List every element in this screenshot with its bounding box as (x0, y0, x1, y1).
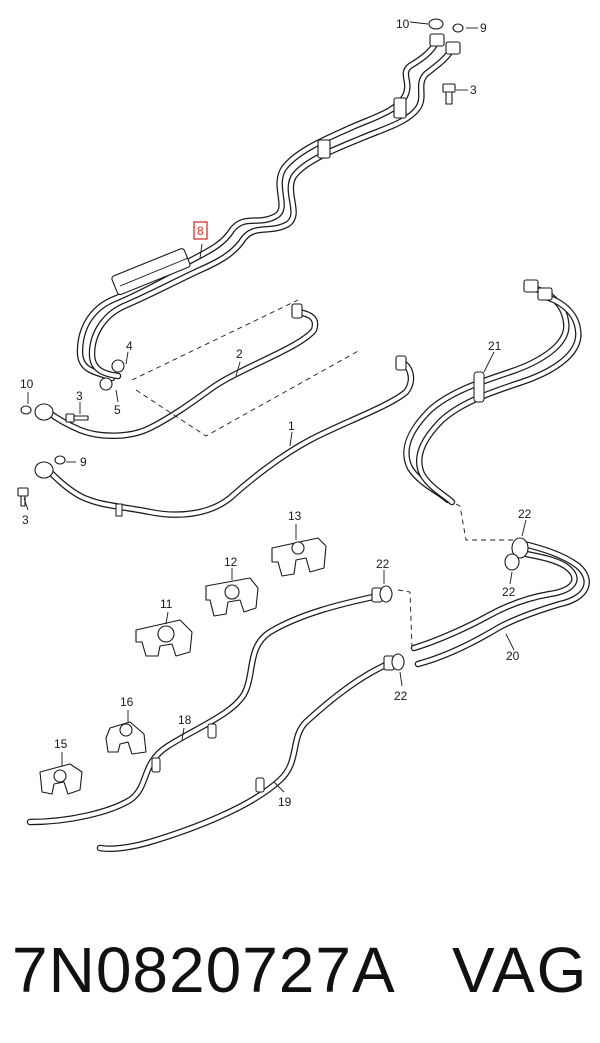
part-number: 7N0820727A (12, 934, 396, 1006)
caption-footer: 7N0820727A VAG (0, 915, 600, 1025)
callout-20: 20 (506, 649, 520, 663)
callout-8: 8 (197, 224, 204, 238)
callout-22: 22 (376, 557, 390, 571)
guide-line (135, 349, 361, 437)
pipe-21-band (473, 371, 485, 403)
pipe-2-fitting (291, 303, 303, 319)
pipe-18-band-2 (151, 757, 161, 773)
pipe-19 (96, 653, 405, 852)
clip-22 (391, 653, 405, 671)
clip-22 (511, 537, 529, 559)
pipe-21 (403, 279, 582, 506)
callout-21: 21 (488, 339, 502, 353)
pipe-8-tube-a (76, 38, 440, 382)
clip-22 (504, 553, 520, 571)
callout-3: 3 (470, 83, 477, 97)
pipe-8-clamp-2 (317, 139, 331, 159)
bolt-3-left (65, 413, 89, 423)
callout-18: 18 (178, 713, 192, 727)
pipe-8-clamp (393, 97, 407, 119)
parts-diagram: 10 9 3 8 4 2 10 3 5 1 9 3 13 12 11 16 18… (17, 17, 590, 852)
guide-line (131, 299, 299, 381)
callout-22: 22 (518, 507, 532, 521)
union-nut (99, 377, 113, 391)
pipe-8-assembly (76, 33, 461, 391)
pipe-21-fitting-2 (537, 287, 553, 301)
callout-22: 22 (394, 689, 408, 703)
holder-15 (39, 763, 83, 795)
callout-11: 11 (160, 597, 173, 611)
pipe-8-fitting-top-2 (445, 41, 461, 55)
pipe-2 (44, 303, 319, 439)
clip-22 (379, 585, 393, 603)
callout-10: 10 (20, 377, 34, 391)
callout-3: 3 (76, 389, 83, 403)
callout-10: 10 (396, 17, 410, 31)
pipe-8-fitting-top (429, 33, 445, 47)
bracket-13 (271, 537, 327, 577)
callout-5: 5 (114, 403, 121, 417)
fitting-10-left (20, 403, 54, 421)
callout-19: 19 (278, 795, 292, 809)
pipe-20 (410, 537, 590, 668)
union-nut (111, 359, 125, 373)
holder-16 (105, 721, 147, 755)
callout-13: 13 (288, 509, 302, 523)
callout-9: 9 (480, 21, 487, 35)
bolt-3-top (442, 83, 456, 105)
guide-line (397, 589, 413, 649)
callout-3: 3 (22, 513, 29, 527)
pipe-1-fitting (395, 355, 407, 371)
callout-8-highlight (193, 221, 208, 240)
pipe-1-band (115, 503, 123, 517)
callout-1: 1 (288, 419, 295, 433)
callout-15: 15 (54, 737, 68, 751)
pipe-19-band (255, 777, 265, 793)
hose-sleeve (111, 248, 191, 296)
callout-16: 16 (120, 695, 134, 709)
brand-name: VAG (452, 934, 589, 1006)
callout-2: 2 (236, 347, 243, 361)
callout-22: 22 (502, 585, 516, 599)
pipe-18-band (207, 723, 217, 739)
holder-11 (135, 619, 193, 657)
callout-9: 9 (80, 455, 87, 469)
pipe-18 (26, 585, 393, 826)
pipe-8-tube-b (88, 44, 456, 380)
pipe-21-fitting (523, 279, 539, 293)
pipe-1 (44, 355, 415, 518)
fitting-9-left (34, 455, 66, 479)
bracket-12 (205, 577, 259, 617)
washer-9-top (452, 23, 464, 33)
callout-4: 4 (126, 339, 133, 353)
washer-10-top (428, 18, 444, 30)
callout-12: 12 (224, 555, 238, 569)
bolt-3-lower (17, 487, 29, 507)
